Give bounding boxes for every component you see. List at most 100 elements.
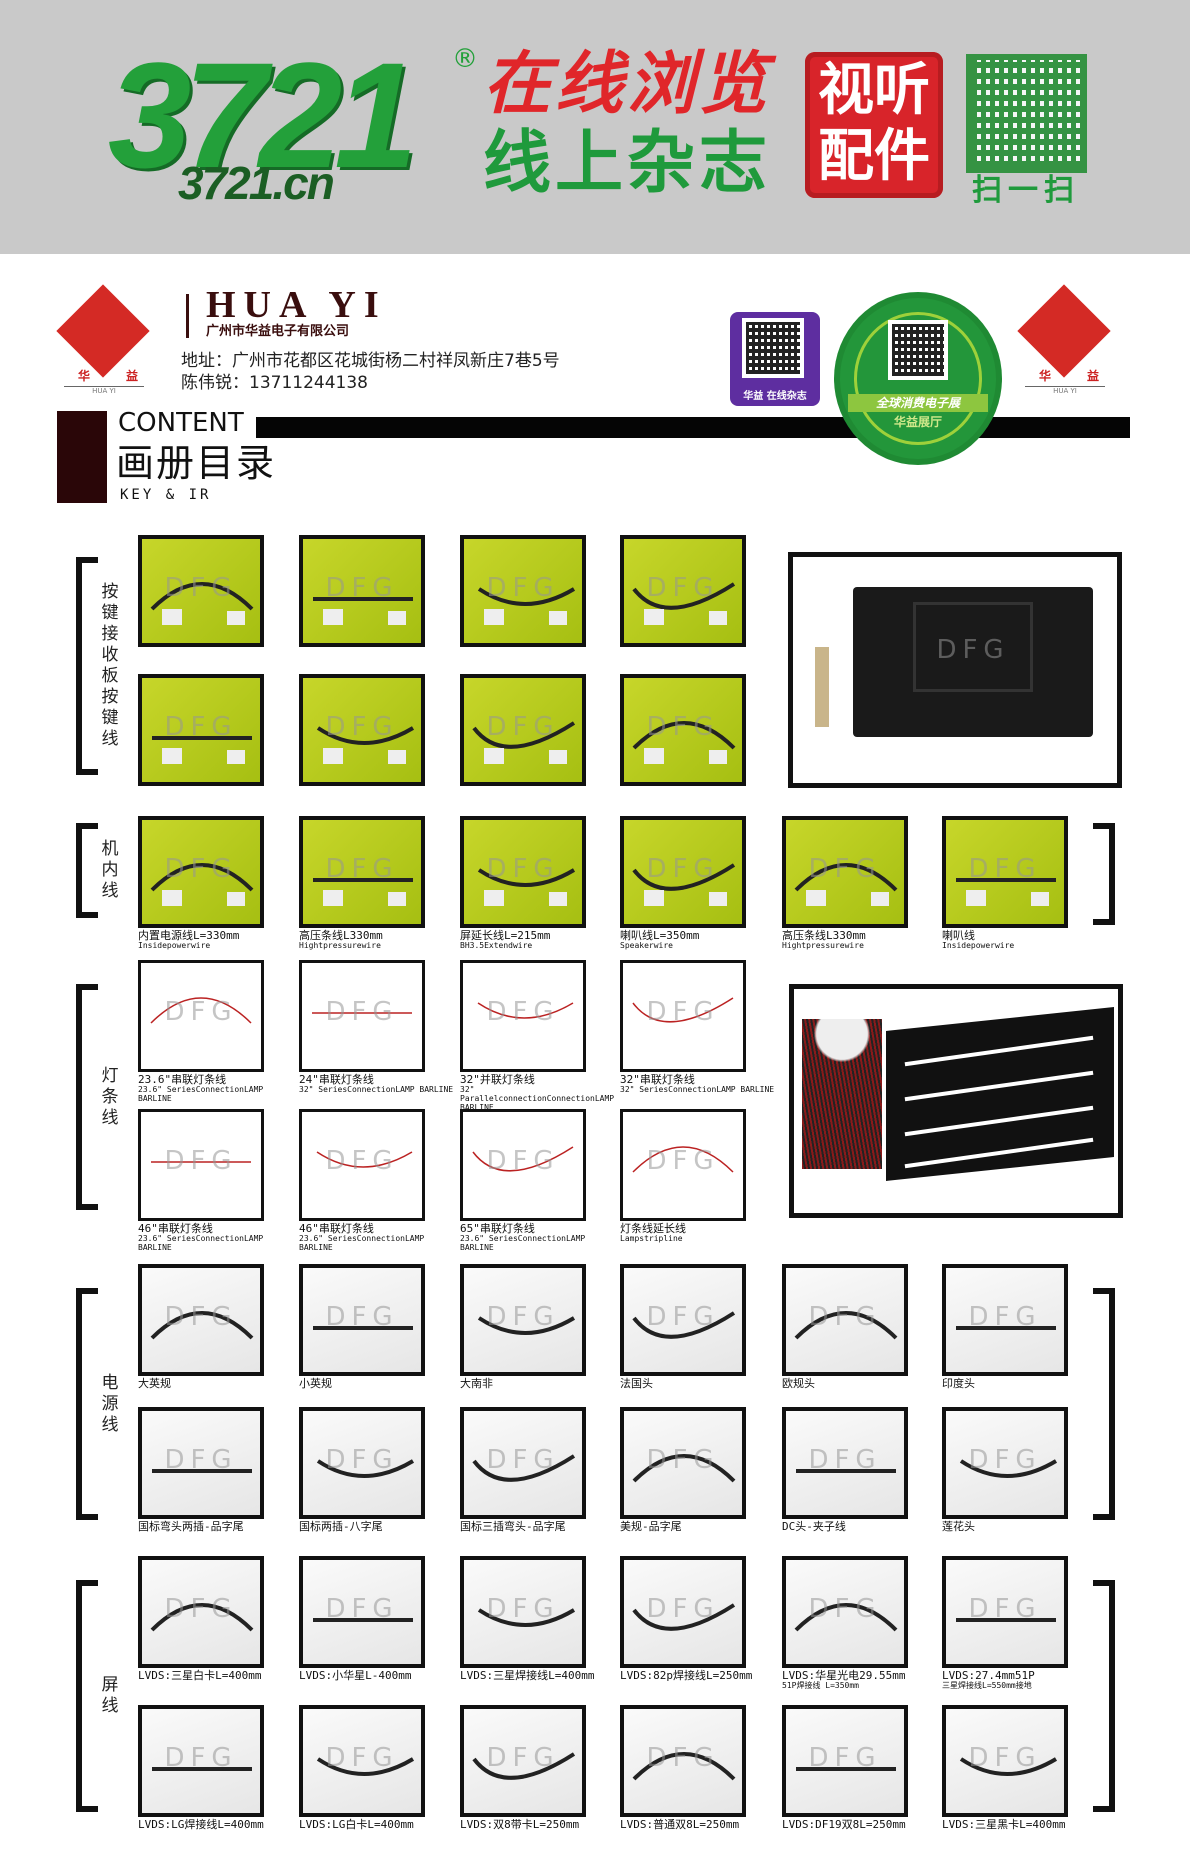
magazine-qr[interactable]: 华益 在线杂志 [730,312,820,406]
product-photo[interactable]: DFG [942,816,1068,928]
product-photo[interactable]: DFG [299,816,425,928]
cable-icon [794,1603,898,1632]
product-photo[interactable]: DFG [138,1109,264,1221]
product-photo[interactable]: DFG [460,960,586,1072]
product-photo[interactable]: DFG [620,1109,746,1221]
product-photo[interactable]: DFG [460,1407,586,1519]
product-photo[interactable]: DFG [138,1407,264,1519]
product-photo[interactable]: DFG [620,1407,746,1519]
watermark: DFG [325,712,399,742]
product-photo[interactable]: DFG [299,1705,425,1817]
logo-char: 华 [78,369,91,383]
product-photo[interactable]: DFG [460,1264,586,1376]
caption-title: 65"串联灯条线 [460,1222,535,1235]
cable-icon [794,863,898,906]
product-photo[interactable]: DFG [620,1556,746,1668]
product-photo[interactable]: DFG [460,674,586,786]
banner-online-magazine: 线上杂志 [483,124,772,203]
product-photo[interactable]: DFG [620,960,746,1072]
caption-title: 喇叭线 [942,929,975,942]
phone: 陈伟锐：13711244138 [181,373,368,394]
product-photo[interactable]: DFG [460,1109,586,1221]
caption-title: 23.6"串联灯条线 [138,1073,227,1086]
watermark: DFG [808,1594,882,1624]
product-photo[interactable]: DFG [299,1109,425,1221]
logo-domain: 3721.cn [178,157,335,209]
product-photo[interactable]: DFG [138,1556,264,1668]
watermark: DFG [486,1594,560,1624]
product-photo[interactable]: DFG [782,1705,908,1817]
product-photo[interactable]: DFG [942,1264,1068,1376]
top-banner: 3721 ® 3721.cn 在线浏览 线上杂志 视听配件 扫一扫 [0,0,1190,254]
caption-subtitle: 23.6" SeriesConnectionLAMP BARLINE [138,1085,264,1103]
product-photo[interactable]: DFG [460,1556,586,1668]
caption-title: 大英规 [138,1377,171,1390]
watermark: DFG [486,1445,560,1475]
product-photo[interactable]: DFG [942,1556,1068,1668]
cable-icon [959,1459,1058,1478]
product-photo[interactable]: DFG [460,816,586,928]
cable-icon [632,1752,736,1781]
product-photo[interactable]: DFG [782,1556,908,1668]
product-photo[interactable]: DFG [299,535,425,647]
watermark: DFG [164,573,238,603]
product-photo[interactable]: DFG [138,960,264,1072]
huayi-logo-left: 华益 HUA YI [56,284,151,400]
product-photo[interactable]: DFG [620,816,746,928]
expo-seal[interactable]: 全球消费电子展华益展厅 [840,298,996,459]
watermark: DFG [646,1594,720,1624]
qr-code-icon[interactable] [966,54,1087,173]
watermark: DFG [164,1302,238,1332]
product-photo[interactable]: DFG [620,674,746,786]
product-photo[interactable]: DFG [299,1556,425,1668]
product-photo[interactable]: DFG [460,535,586,647]
product-photo[interactable]: DFG [138,674,264,786]
product-photo[interactable]: DFG [138,1705,264,1817]
watermark: DFG [486,854,560,884]
product-photo[interactable]: DFG [138,816,264,928]
watermark: DFG [968,1743,1042,1773]
cable-icon [313,1326,413,1330]
cable-icon [152,736,252,764]
cable-icon [316,726,415,764]
product-caption: LVDS:82p焊接线L=250mm [620,1669,780,1682]
cable-icon [959,1757,1058,1776]
product-photo[interactable]: DFG [942,1407,1068,1519]
product-photo[interactable]: DFG [942,1705,1068,1817]
product-photo[interactable]: DFG [138,535,264,647]
watermark: DFG [164,1743,238,1773]
product-photo[interactable]: DFG [460,1705,586,1817]
caption-title: LVDS:82p焊接线L=250mm [620,1669,753,1682]
product-photo[interactable]: DFG [299,960,425,1072]
product-photo[interactable]: DFG [620,1264,746,1376]
cable-icon [313,597,413,625]
cable-icon [152,1469,252,1473]
product-photo[interactable]: DFG [299,1407,425,1519]
cable-icon [472,1146,574,1172]
cable-icon [632,1311,736,1339]
logo-char: 华 [1039,369,1052,383]
huayi-logo-right: 华益 HUA YI [1017,284,1112,400]
caption-subtitle: Speakerwire [620,941,673,951]
cable-icon [632,1603,736,1631]
product-photo[interactable]: DFG [138,1264,264,1376]
logo-en: HUA YI [1025,386,1105,395]
product-photo[interactable]: DFG [299,674,425,786]
product-photo[interactable]: DFG [782,816,908,928]
product-photo[interactable]: DFG [782,1407,908,1519]
product-photo[interactable]: DFG [299,1264,425,1376]
cable-icon [632,997,734,1023]
product-photo[interactable]: DFG [782,1264,908,1376]
section-label: 机内线 [101,839,119,901]
caption-title: 32"串联灯条线 [620,1073,695,1086]
product-photo[interactable]: DFG [620,1705,746,1817]
caption-subtitle: Hightpressurewire [782,941,864,951]
cable-icon [796,1767,896,1771]
logo-3721: 3721 [108,31,418,199]
product-photo[interactable]: DFG [620,535,746,647]
cable-icon [150,863,254,906]
